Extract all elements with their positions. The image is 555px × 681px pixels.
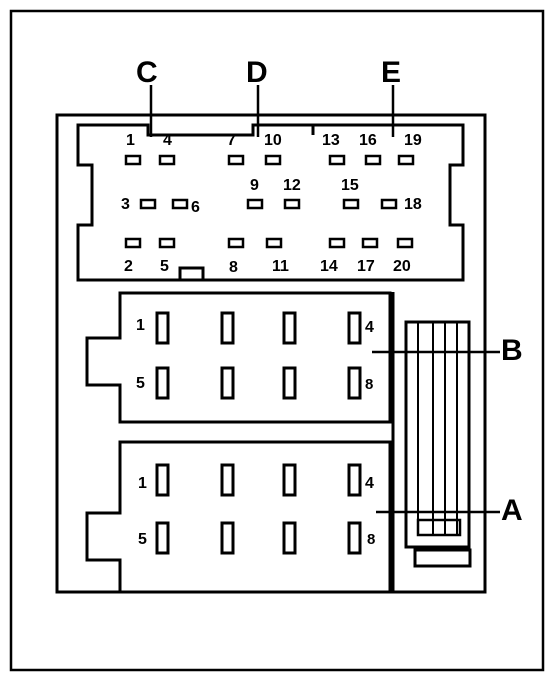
a-pin-5: [155, 521, 170, 555]
label-d: D: [246, 56, 268, 89]
pin-slot-7: [227, 154, 245, 166]
pin-label-6: 6: [191, 199, 200, 216]
connector-b-body: [85, 291, 392, 424]
b-pin-1: [155, 311, 170, 345]
pin-label-9: 9: [250, 177, 259, 194]
pin-slot-15: [342, 198, 360, 210]
pin-slot-8: [227, 237, 245, 249]
pin-slot-16: [364, 154, 382, 166]
b-pin-label-1: 1: [136, 317, 145, 334]
pin-label-19: 19: [404, 132, 422, 149]
a-pin-8: [347, 521, 362, 555]
pin-slot-9: [246, 198, 264, 210]
pin-slot-2: [124, 237, 142, 249]
pin-slot-14: [328, 237, 346, 249]
top-connector-pins: [124, 154, 415, 249]
b-pin-label-5: 5: [136, 375, 145, 392]
pin-label-2: 2: [124, 258, 133, 275]
pin-slot-20: [396, 237, 414, 249]
pin-slot-13: [328, 154, 346, 166]
a-pin-6: [220, 521, 235, 555]
a-pin-3: [282, 463, 297, 497]
b-pin-2: [220, 311, 235, 345]
pin-slot-17: [361, 237, 379, 249]
pin-slot-4: [158, 154, 176, 166]
clip-tab: [413, 548, 472, 568]
b-pin-8: [347, 366, 362, 400]
label-c: C: [136, 56, 158, 89]
a-pin-label-5: 5: [138, 531, 147, 548]
pin-label-3: 3: [121, 196, 130, 213]
top-connector-key: [178, 266, 205, 280]
pin-label-11: 11: [272, 258, 289, 275]
pin-label-13: 13: [322, 132, 340, 149]
a-pin-7: [282, 521, 297, 555]
b-pin-7: [282, 366, 297, 400]
a-pin-label-4: 4: [365, 475, 374, 492]
pin-label-12: 12: [283, 177, 301, 194]
outer-frame: [9, 9, 545, 672]
pin-label-18: 18: [404, 196, 422, 213]
pin-label-15: 15: [341, 177, 359, 194]
pin-label-17: 17: [357, 258, 375, 275]
pin-slot-5: [158, 237, 176, 249]
connector-a-pins: [155, 463, 362, 555]
pin-slot-11: [265, 237, 283, 249]
housing-outline: [55, 113, 487, 594]
b-pin-4: [347, 311, 362, 345]
a-pin-1: [155, 463, 170, 497]
pin-slot-18: [380, 198, 398, 210]
pin-label-20: 20: [393, 258, 411, 275]
pin-slot-6: [171, 198, 189, 210]
pin-slot-10: [264, 154, 282, 166]
label-b: B: [501, 334, 523, 367]
pin-label-4: 4: [163, 132, 172, 149]
pin-label-1: 1: [126, 132, 135, 149]
connector-b-pins: [155, 311, 362, 400]
pin-slot-3: [139, 198, 157, 210]
connector-a-body: [85, 440, 392, 594]
pin-label-5: 5: [160, 258, 169, 275]
a-pin-label-1: 1: [138, 475, 147, 492]
label-e: E: [381, 56, 402, 89]
b-pin-label-4: 4: [365, 319, 374, 336]
pin-slot-19: [397, 154, 415, 166]
top-connector-body: [76, 123, 465, 282]
pin-slot-1: [124, 154, 142, 166]
a-pin-4: [347, 463, 362, 497]
pin-label-7: 7: [227, 132, 236, 149]
a-pin-2: [220, 463, 235, 497]
a-pin-label-8: 8: [367, 531, 376, 548]
b-pin-5: [155, 366, 170, 400]
b-pin-3: [282, 311, 297, 345]
clip-frame: [404, 320, 471, 549]
pin-label-14: 14: [320, 258, 338, 275]
pin-slot-12: [283, 198, 301, 210]
pin-label-8: 8: [229, 259, 238, 276]
pin-label-16: 16: [359, 132, 377, 149]
b-pin-label-8: 8: [365, 376, 374, 393]
b-pin-6: [220, 366, 235, 400]
label-a: A: [501, 494, 523, 527]
locking-clip: [404, 320, 472, 568]
pin-label-10: 10: [264, 132, 282, 149]
